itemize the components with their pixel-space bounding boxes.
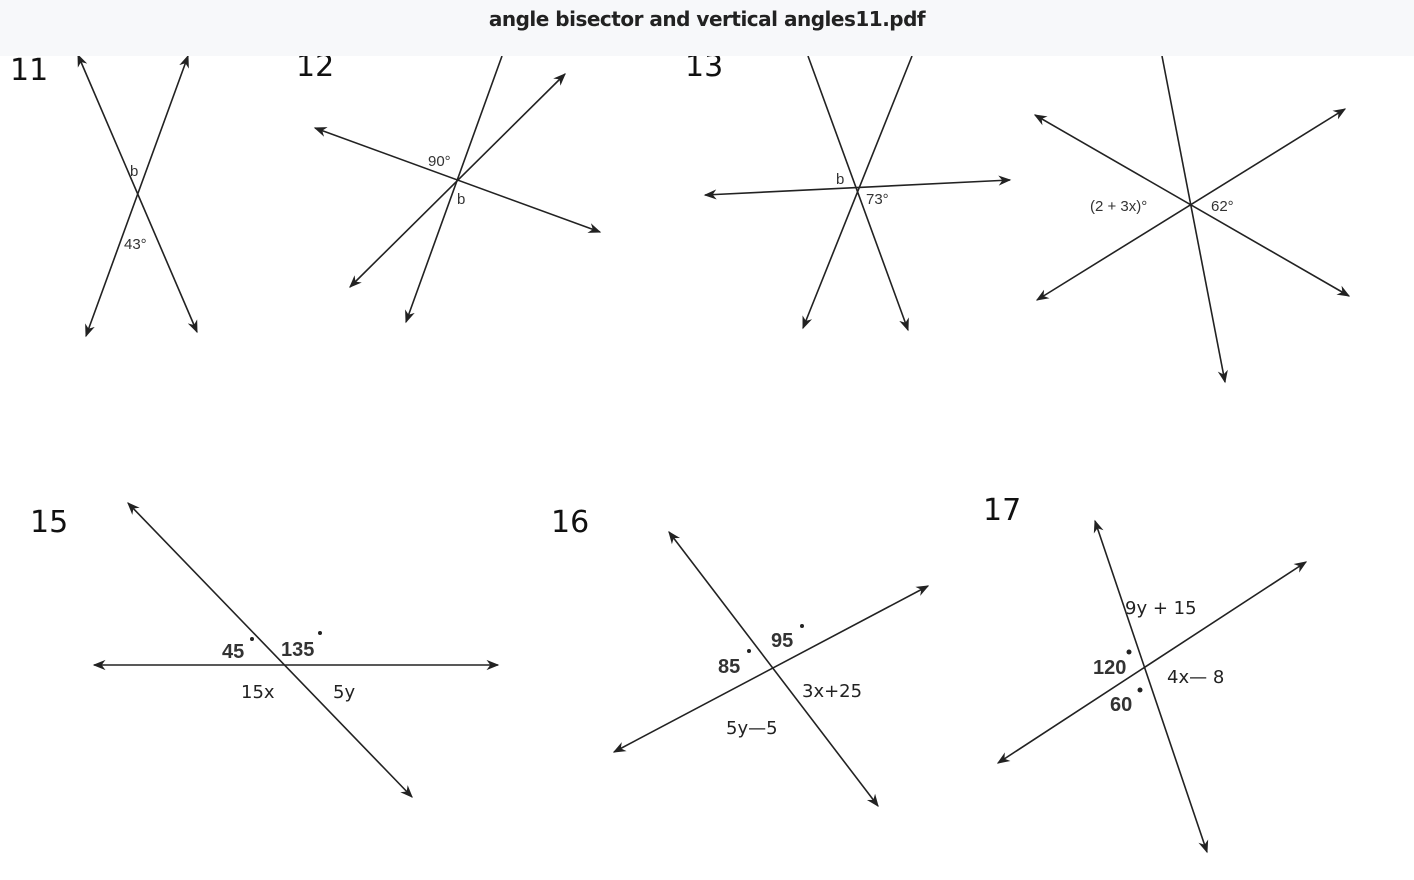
angle-label: b [457,191,465,208]
angle-label: (2 + 3x)° [1090,198,1147,215]
angle-label: b [130,163,138,180]
angle-label: 9y + 15 [1125,598,1197,619]
angle-label: 60 [1110,694,1132,716]
line [1161,55,1228,384]
angle-label: 120 [1093,657,1126,679]
line [703,175,1012,200]
line [996,561,1308,764]
problem-number: 11 [10,53,48,88]
line [405,55,503,324]
problem-number: 17 [983,493,1021,528]
angle-label: b [836,171,844,188]
document-title-bar: angle bisector and vertical angles11.pdf [0,0,1414,56]
line [802,55,913,330]
angle-label: 95 [771,630,793,652]
angle-label: 85 [718,656,740,678]
angle-label: 3x+25 [802,681,862,702]
line [1033,114,1351,297]
line [807,55,909,332]
angle-label: 5y—5 [726,718,778,739]
angle-label: 4x— 8 [1167,667,1224,688]
problem-17: 17 9y + 15 120 4x— 8 60 [983,493,1308,854]
angle-label: 5y [333,682,355,703]
line [612,585,930,753]
problem-11: 11 b 43° [10,53,198,338]
line [668,530,879,808]
problem-number: 16 [551,505,589,540]
line [85,54,189,338]
problem-16: 16 85 95 3x+25 5y—5 [551,505,930,808]
angle-label: 43° [124,236,147,253]
problem-13: 13 b 73° [685,49,1012,332]
document-title: angle bisector and vertical angles11.pdf [488,7,926,31]
angle-label: 73° [866,191,889,208]
angle-label: 90° [428,153,451,170]
angle-label: 135 [281,639,314,661]
problem-15: 15 45 135 15x 5y [30,502,500,798]
angle-label: 45 [222,641,244,663]
problem-14: (2 + 3x)° 62° [1033,55,1351,384]
line [127,502,413,798]
angle-label: 62° [1211,198,1234,215]
problem-number: 15 [30,505,68,540]
problem-12: 12 90° b [296,49,602,324]
angle-label: 15x [241,682,275,703]
